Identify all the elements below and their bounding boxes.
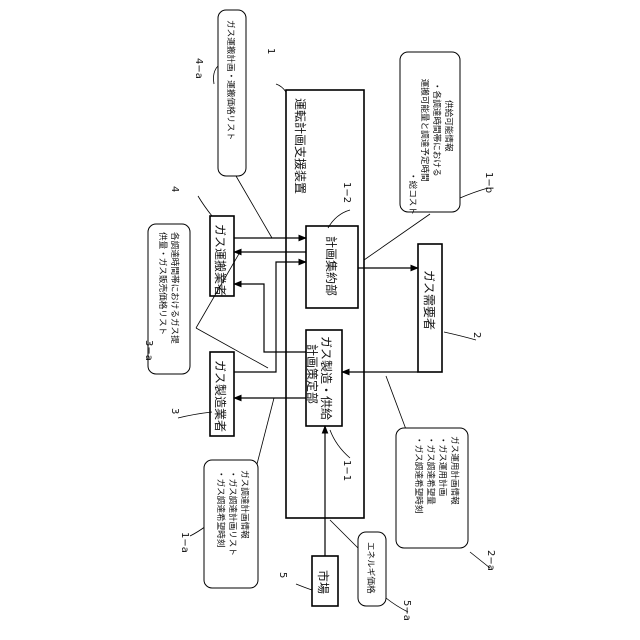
note-energy-price: エネルギ価格 xyxy=(358,532,386,606)
consumer-label: ガス需要者 xyxy=(422,270,436,330)
note-1b-line-4: ・総コスト xyxy=(407,172,419,215)
formulation-unit-label-2: 計画策定部 xyxy=(305,344,320,404)
market-box: 市場 xyxy=(312,556,338,606)
market-label: 市場 xyxy=(316,570,331,594)
ref-procure-note: 1−a xyxy=(179,532,190,553)
transporter-box: ガス運搬業者 xyxy=(210,216,234,296)
consumer-box: ガス需要者 xyxy=(418,244,442,372)
note-transport-plan: ガス運搬計画・運搬価格リスト xyxy=(218,10,246,176)
ref-transporter: 4 xyxy=(169,186,180,192)
note-procurement-plan: ガス調達計画情報 ・ガス調達計画リスト ・ガス調達希望時刻 xyxy=(204,460,258,588)
ref-consumer-note: 2−a xyxy=(485,550,496,571)
note-1a-line-1: ガス調達計画情報 xyxy=(239,470,251,539)
ref-manufacturer-note: 3−a xyxy=(143,340,154,361)
note-2a-line-1: ガス運用計画情報 xyxy=(449,436,461,505)
manufacturer-label: ガス製造業者 xyxy=(213,360,227,432)
note-1a-line-3: ・ガス調達希望時刻 xyxy=(215,470,227,547)
note-2a-line-2: ・ガス運用計画 xyxy=(437,436,449,496)
note-2a-line-3: ・ガス調達希望量 xyxy=(425,436,437,505)
ref-market-note: 5−a xyxy=(401,600,412,621)
planning-unit-label: 計画集約部 xyxy=(324,236,339,296)
note-1a-line-2: ・ガス調達計画リスト xyxy=(227,470,239,556)
ref-supply-note: 1−b xyxy=(483,172,494,193)
note-1b-line-2: ・各調達時間帯における xyxy=(431,82,443,177)
ref-manufacturer: 3 xyxy=(169,408,180,414)
planning-unit-box: 計画集約部 xyxy=(306,226,358,308)
note-supply-availability: 供給可能情報 ・各調達時間帯における 運搬可能量と調達予定時間 ・総コスト xyxy=(400,52,460,215)
ref-device: 1 xyxy=(265,48,276,54)
note-1b-line-1: 供給可能情報 xyxy=(443,100,455,152)
ref-formulation-unit: 1−1 xyxy=(341,460,352,481)
formulation-unit-box: ガス製造・供給 計画策定部 xyxy=(305,330,342,426)
note-1b-line-3: 運搬可能量と調達予定時間 xyxy=(419,70,431,182)
ref-transporter-note: 4−a xyxy=(193,58,204,79)
formulation-unit-label-1: ガス製造・供給 xyxy=(319,336,333,420)
note-operation-plan: ガス運用計画情報 ・ガス運用計画 ・ガス調達希望量 ・ガス調達希望時刻 xyxy=(396,428,468,548)
note-4a-line-1: ガス運搬計画・運搬価格リスト xyxy=(225,20,237,140)
manufacturer-box: ガス製造業者 xyxy=(210,352,234,436)
note-3a-line-1: 各調達時間帯におけるガス提 xyxy=(169,232,181,344)
arrow-formulation-to-transporter xyxy=(234,284,306,352)
ref-consumer: 2 xyxy=(471,332,482,338)
ref-market: 5 xyxy=(277,572,288,578)
ref-planning-unit: 1−2 xyxy=(341,182,352,203)
note-3a-line-2: 供量・ガス販売価格リスト xyxy=(157,232,169,335)
note-5a-line-1: エネルギ価格 xyxy=(365,542,377,594)
support-device-label: 運転計画支援装置 xyxy=(293,98,308,194)
note-2a-line-4: ・ガス調達希望時刻 xyxy=(413,436,425,513)
